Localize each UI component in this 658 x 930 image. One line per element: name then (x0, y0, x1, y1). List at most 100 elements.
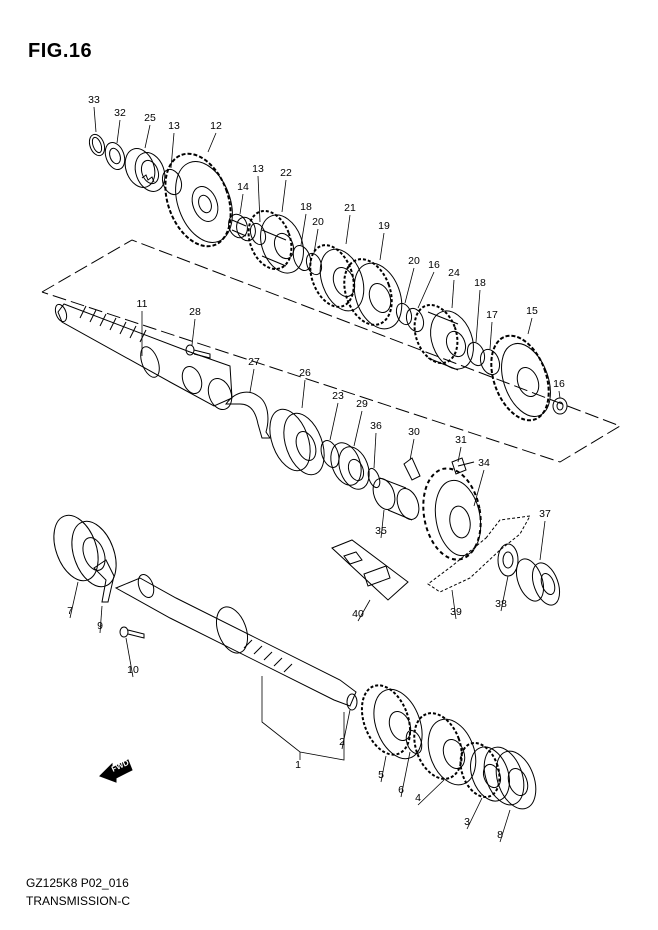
leader-line-32 (116, 119, 121, 144)
leader-line-15 (527, 317, 533, 335)
callout-22: 22 (280, 167, 292, 179)
callout-24: 24 (448, 267, 460, 279)
gear-5 (360, 684, 423, 760)
washer-6 (405, 729, 423, 755)
bolt-31 (451, 457, 475, 475)
countershaft-group-outline (41, 239, 622, 463)
leader-line-20 (313, 228, 319, 254)
leader-line-9 (99, 605, 103, 634)
callout-12: 12 (210, 120, 222, 132)
bearing-26 (269, 408, 325, 476)
callout-37: 37 (539, 508, 551, 520)
callout-35: 35 (375, 525, 387, 537)
gear-15 (490, 334, 551, 422)
callout-33: 33 (88, 94, 100, 106)
gear-22 (247, 209, 304, 274)
leader-line-27 (249, 368, 255, 393)
bracket-1 (261, 676, 345, 761)
circlip-33 (88, 133, 106, 157)
leader-line-23 (329, 402, 339, 441)
callout-36: 36 (370, 420, 382, 432)
leader-line-22 (281, 179, 287, 213)
callout-8: 8 (497, 829, 503, 841)
leader-line-13 (170, 132, 175, 169)
leader-line-5 (380, 755, 387, 783)
leader-line-14 (239, 193, 244, 215)
leader-line-8 (499, 809, 511, 843)
o-ring-36 (367, 467, 381, 489)
callout-16: 16 (553, 378, 565, 390)
leader-line-37 (539, 520, 546, 561)
leader-line-16 (558, 390, 561, 399)
lock-washer-30 (403, 457, 421, 481)
circlip-20a (305, 252, 323, 276)
leader-line-18 (475, 289, 481, 343)
leader-line-10 (125, 637, 134, 678)
diagram-name: TRANSMISSION-C (26, 894, 131, 908)
callout-28: 28 (189, 306, 201, 318)
callout-18: 18 (300, 201, 312, 213)
callout-39: 39 (450, 606, 462, 618)
leader-line-20 (404, 267, 415, 304)
washer-13a (161, 168, 183, 196)
leader-line-18 (300, 213, 307, 246)
leader-line-16 (417, 271, 435, 309)
callout-40: 40 (352, 608, 364, 620)
leader-line-36 (373, 432, 377, 469)
leader-line-17 (489, 321, 493, 350)
nut-16 (552, 397, 568, 415)
callout-20: 20 (408, 255, 420, 267)
washer-16a (405, 307, 425, 333)
leader-line-7 (69, 581, 79, 619)
washer-23 (320, 440, 340, 468)
gear-12 (164, 152, 233, 248)
drive-chain-39 (427, 515, 531, 593)
callout-18: 18 (474, 277, 486, 289)
callout-11: 11 (137, 298, 148, 310)
bush-17 (479, 348, 501, 376)
fwd-arrow-icon: FWD (99, 758, 133, 783)
callout-27: 27 (248, 356, 260, 368)
callout-34: 34 (478, 457, 490, 469)
leader-line-40 (357, 599, 371, 622)
figure-title: FIG.16 (28, 40, 93, 62)
callout-23: 23 (332, 390, 344, 402)
oil-seal-37 (515, 558, 561, 606)
callout-32: 32 (114, 107, 126, 119)
leader-line-33 (93, 106, 97, 133)
leader-line-21 (345, 214, 351, 245)
callout-17: 17 (486, 309, 498, 321)
gear-24 (413, 303, 474, 371)
chain-joint-40 (331, 539, 409, 601)
leader-line-38 (500, 575, 509, 612)
callout-14: 14 (237, 181, 249, 193)
callout-29: 29 (356, 398, 368, 410)
leader-line-39 (451, 589, 457, 620)
plate-9 (93, 559, 115, 603)
callout-25: 25 (144, 112, 156, 124)
gear-21 (309, 244, 365, 312)
callout-16: 16 (428, 259, 440, 271)
callout-5: 5 (378, 769, 384, 781)
bearing-25 (124, 148, 166, 192)
oil-seal-29 (330, 442, 370, 490)
callout-21: 21 (344, 202, 356, 214)
washer-32 (104, 141, 126, 171)
callout-20: 20 (312, 216, 324, 228)
bearing-8 (483, 746, 537, 810)
callout-3: 3 (464, 816, 470, 828)
leader-line-34 (473, 469, 485, 507)
callout-15: 15 (526, 305, 538, 317)
leader-line-29 (353, 410, 363, 447)
washer-13b (249, 222, 267, 246)
screw-10 (119, 626, 145, 639)
washer-18a (292, 244, 312, 272)
leader-line-4 (417, 779, 445, 806)
callout-30: 30 (408, 426, 420, 438)
gear-19 (343, 258, 403, 330)
gear-4 (413, 712, 477, 786)
leader-line-12 (207, 132, 217, 153)
callout-2: 2 (339, 736, 345, 748)
